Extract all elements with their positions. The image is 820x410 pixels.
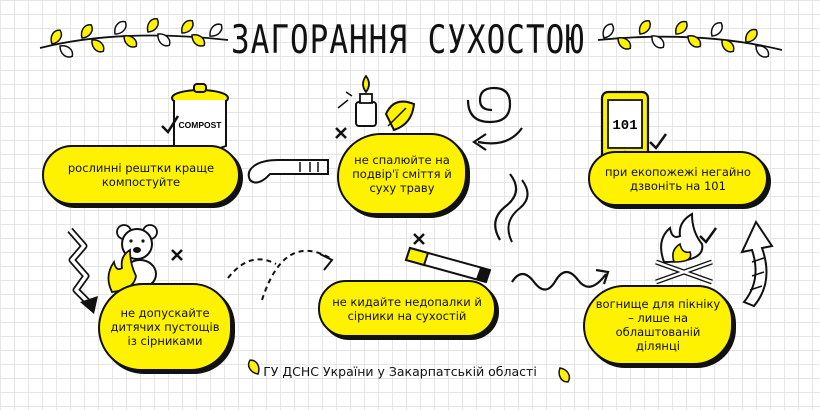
pointing-hand-icon [247, 159, 329, 184]
tip-text: не допускайте дитячих пустощів із сірник… [110, 306, 220, 348]
lighter-leaf-icon [337, 74, 416, 132]
compost-label: COMPOST [179, 120, 223, 130]
tip-card-call: при екопожежі негайно дзвоніть на 101 [588, 151, 768, 206]
laurel-left-icon [39, 15, 229, 61]
campfire-icon [655, 212, 713, 285]
footer-credit: ГУ ДСНС України у Закарпатській області [263, 364, 537, 379]
tip-text: не кидайте недопалки й сірники на сухост… [332, 294, 482, 323]
tip-card-kids: не допускайте дитячих пустощів із сірник… [98, 283, 232, 371]
tip-text: при екопожежі негайно дзвоніть на 101 [605, 164, 751, 193]
check-icon [699, 227, 718, 244]
phone-label: 101 [612, 118, 637, 134]
cross-icon [171, 249, 183, 261]
phone-101-icon: 101 [600, 90, 650, 166]
cigarette-icon [404, 173, 529, 284]
teddy-bear-fire-icon [107, 224, 158, 293]
compost-pot-icon: COMPOST [171, 83, 229, 152]
laurel-right-icon [597, 17, 783, 61]
dashed-arrow-icon [227, 249, 334, 301]
cross-icon [413, 233, 425, 245]
check-icon [161, 115, 180, 134]
tip-text: не спалюйте на подвір'ї сміття й суху тр… [352, 153, 452, 195]
tip-text: вогнище для пікніку – лише на облаштован… [595, 297, 721, 353]
spiral-arrow-icon [466, 86, 523, 151]
tip-card-no-burn: не спалюйте на подвір'ї сміття й суху тр… [337, 133, 467, 215]
check-icon [649, 133, 668, 150]
tip-card-campfire: вогнище для пікніку – лише на облаштован… [583, 285, 733, 365]
tip-text: рослинні рештки краще компостуйте [67, 161, 215, 189]
cross-icon [335, 127, 347, 139]
tip-card-compost: рослинні рештки краще компостуйте [42, 145, 240, 205]
tip-card-cigarette: не кидайте недопалки й сірники на сухост… [318, 280, 496, 337]
up-arrow-icon [740, 219, 774, 308]
loop-arrow-icon [511, 268, 610, 291]
page-title: ЗАГОРАННЯ СУХОСТОЮ [231, 18, 585, 63]
zigzag-arrow-icon [67, 227, 98, 314]
